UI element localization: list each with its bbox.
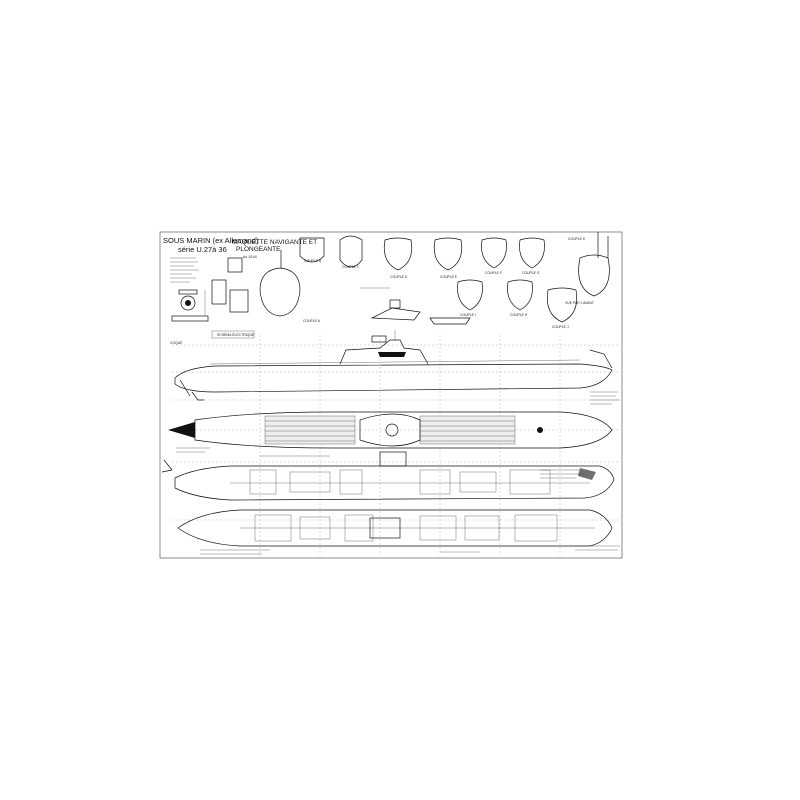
title-block: SOUS MARIN (ex Allemand) série U.27à 36 … [163, 236, 317, 283]
inboard-profile [161, 451, 615, 501]
vue-avant-label: VUE PAR L'AVANT [565, 301, 594, 305]
scale-label: Au 1/144 [243, 255, 257, 259]
couple-label-k: COUPLE K [568, 237, 586, 241]
deck-planking [264, 415, 516, 445]
sheet-border [159, 231, 623, 559]
title-line1: SOUS MARIN (ex Allemand) [163, 236, 259, 245]
couple-label-e: COUPLE E [440, 275, 458, 279]
drawing-gridlines [172, 335, 620, 556]
couple-label-h: COUPLE H [510, 313, 528, 317]
subtitle-line1: MAQUETTE NAVIGANTE ET [232, 239, 317, 246]
deck-plan [168, 411, 613, 449]
coque-label: COQUE [170, 341, 183, 345]
couple-label-i: COUPLE I [460, 313, 476, 317]
subtitle-line2: PLONGEANTE [236, 246, 281, 253]
couple-label-b: COUPLE B [304, 259, 322, 263]
deck-gun-detail [360, 287, 471, 325]
couple-sections [259, 232, 610, 323]
couple-label-g: COUPLE G [522, 271, 540, 275]
couple-label-f: COUPLE F [485, 271, 502, 275]
couple-labels: COUPLE A COUPLE B COUPLE C COUPLE D COUP… [303, 237, 594, 329]
schema-electrique-label: SCHÉMA ÉLECTRIQUE [217, 332, 255, 337]
couple-label-d: COUPLE D [390, 275, 408, 279]
inboard-plan [177, 509, 613, 547]
couple-label-a: COUPLE A [303, 319, 321, 323]
fittings-detail: SCHÉMA ÉLECTRIQUE [171, 257, 255, 339]
annotation-notes [176, 391, 620, 555]
title-line2: série U.27à 36 [178, 245, 227, 254]
couple-label-c: COUPLE C [342, 265, 360, 269]
couple-label-j: COUPLE J [552, 325, 569, 329]
side-profile [174, 330, 613, 401]
